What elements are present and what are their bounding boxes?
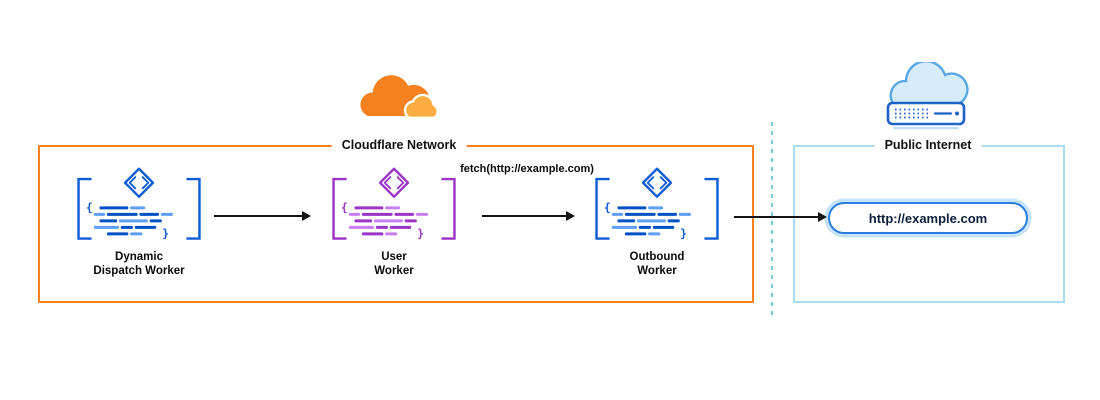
worker-label-line: Dispatch Worker	[93, 265, 185, 277]
worker-label-line: User	[381, 251, 407, 263]
arrow-dispatch-to-user	[214, 210, 311, 221]
code-brackets-icon: { }	[77, 167, 201, 241]
svg-text:}: }	[417, 228, 424, 241]
svg-text:}: }	[680, 228, 687, 241]
svg-text:{: {	[341, 202, 348, 215]
code-brackets-icon: { }	[332, 167, 456, 241]
worker-label-line: Outbound	[629, 251, 685, 263]
arrow-outbound-to-internet	[734, 211, 827, 222]
dynamic-dispatch-worker-icon: { }	[69, 166, 209, 246]
worker-label-line: Worker	[374, 265, 414, 277]
svg-text:{: {	[604, 202, 611, 215]
cloudflare-logo-icon	[352, 72, 442, 128]
code-brackets-icon: { }	[595, 167, 719, 241]
dynamic-dispatch-worker-label: Dynamic Dispatch Worker	[64, 250, 214, 278]
network-boundary-divider	[771, 122, 773, 318]
cloud-server-icon	[872, 62, 980, 134]
outbound-worker-label: Outbound Worker	[582, 250, 732, 278]
svg-text:{: {	[86, 202, 93, 215]
example-url-pill: http://example.com	[828, 202, 1028, 234]
cloud-server-glyph	[886, 62, 969, 130]
cloudflare-network-label: Cloudflare Network	[331, 137, 467, 153]
svg-text:}: }	[162, 228, 169, 241]
arrow-user-to-outbound	[482, 210, 575, 221]
worker-label-line: Dynamic	[115, 251, 163, 263]
user-worker-label: User Worker	[319, 250, 469, 278]
fetch-call-label: fetch(http://example.com)	[460, 163, 594, 175]
outbound-worker-icon: { }	[587, 166, 727, 246]
cloudflare-cloud-glyph	[360, 75, 439, 119]
public-internet-label: Public Internet	[874, 137, 982, 153]
worker-label-line: Worker	[637, 265, 677, 277]
user-worker-icon: { }	[324, 166, 464, 246]
